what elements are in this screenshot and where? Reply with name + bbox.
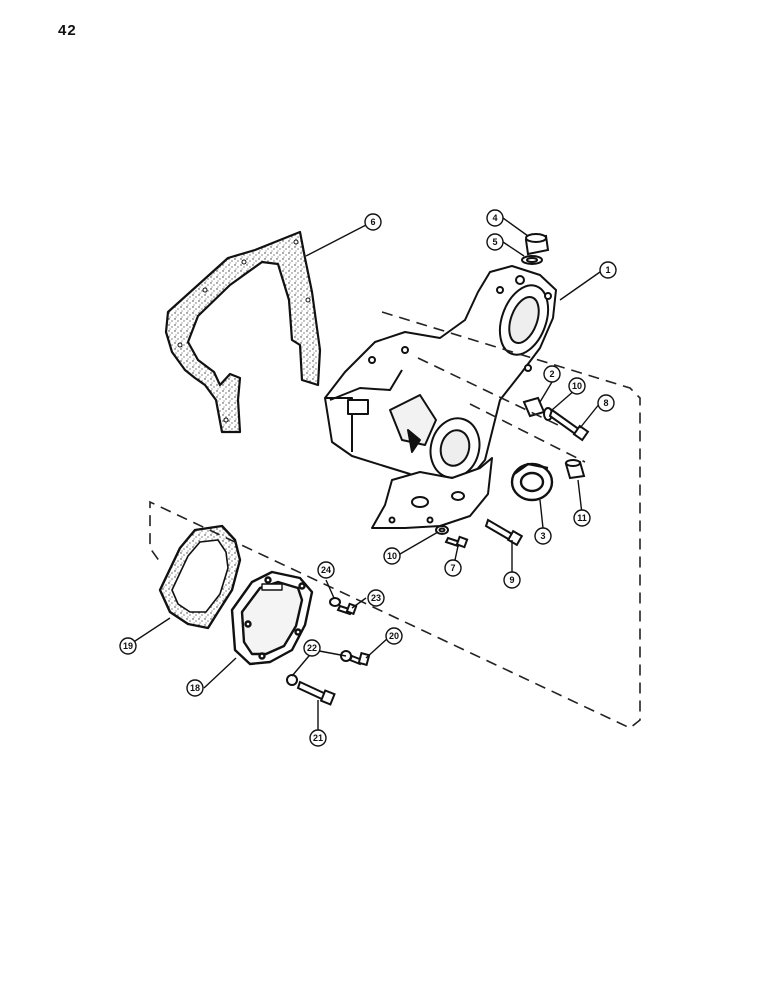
callout-8: 8 xyxy=(597,394,615,412)
cover-plate xyxy=(230,570,314,666)
svg-text:23: 23 xyxy=(371,593,381,603)
plug xyxy=(524,233,550,256)
svg-text:24: 24 xyxy=(321,565,331,575)
callout-1: 1 xyxy=(599,261,617,279)
bolt-21 xyxy=(296,680,336,706)
leader-lines xyxy=(131,217,601,734)
alignment-lines xyxy=(149,311,641,729)
svg-text:20: 20 xyxy=(389,631,399,641)
svg-text:3: 3 xyxy=(540,531,545,541)
callout-22: 22 xyxy=(303,639,321,657)
svg-text:9: 9 xyxy=(509,575,514,585)
bolt-7 xyxy=(444,535,469,549)
callout-9: 9 xyxy=(503,571,521,589)
bolt-23 xyxy=(336,602,358,616)
oil-seal xyxy=(510,462,554,502)
svg-text:2: 2 xyxy=(549,369,554,379)
callout-19: 19 xyxy=(119,637,137,655)
svg-text:11: 11 xyxy=(577,513,587,523)
washer-lower xyxy=(435,525,449,535)
svg-text:10: 10 xyxy=(387,551,397,561)
front-cover-gasket xyxy=(164,230,322,434)
svg-text:22: 22 xyxy=(307,643,317,653)
callout-3: 3 xyxy=(534,527,552,545)
svg-text:5: 5 xyxy=(492,237,497,247)
front-cover-housing xyxy=(324,265,557,529)
svg-text:1: 1 xyxy=(605,265,610,275)
svg-text:8: 8 xyxy=(603,398,608,408)
callout-10-lower: 10 xyxy=(383,547,401,565)
callout-23: 23 xyxy=(367,589,385,607)
callout-4: 4 xyxy=(486,209,504,227)
washer-22-lower xyxy=(286,674,298,686)
page-number: 42 xyxy=(58,22,77,39)
callout-21: 21 xyxy=(309,729,327,747)
plug-washer xyxy=(521,255,543,265)
bolt-8 xyxy=(548,408,590,442)
cover-plate-gasket xyxy=(158,524,242,630)
svg-text:7: 7 xyxy=(450,563,455,573)
bolt-20 xyxy=(348,651,371,667)
svg-text:21: 21 xyxy=(313,733,323,743)
svg-text:10: 10 xyxy=(572,381,582,391)
svg-text:4: 4 xyxy=(492,213,497,223)
dowel-lower xyxy=(564,459,586,480)
washer-24 xyxy=(329,597,341,607)
callout-18: 18 xyxy=(186,679,204,697)
callout-24: 24 xyxy=(317,561,335,579)
bolt-9 xyxy=(484,518,524,547)
callout-5: 5 xyxy=(486,233,504,251)
callout-7: 7 xyxy=(444,559,462,577)
callout-6: 6 xyxy=(364,213,382,231)
svg-text:6: 6 xyxy=(370,217,375,227)
callout-11: 11 xyxy=(573,509,591,527)
svg-text:18: 18 xyxy=(190,683,200,693)
callout-2: 2 xyxy=(543,365,561,383)
callout-10-upper: 10 xyxy=(568,377,586,395)
svg-text:19: 19 xyxy=(123,641,133,651)
callout-20: 20 xyxy=(385,627,403,645)
